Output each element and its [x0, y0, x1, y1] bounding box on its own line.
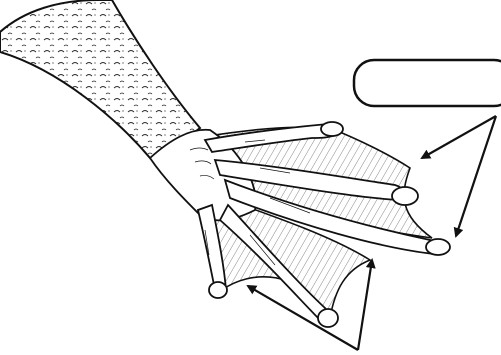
webbed-foot [150, 122, 450, 327]
frog-leg [0, 0, 200, 158]
label-box-text [362, 62, 501, 106]
arrow-pointer [358, 260, 372, 350]
arrow-pointer [456, 116, 496, 236]
arrow-group-upper [422, 116, 496, 236]
